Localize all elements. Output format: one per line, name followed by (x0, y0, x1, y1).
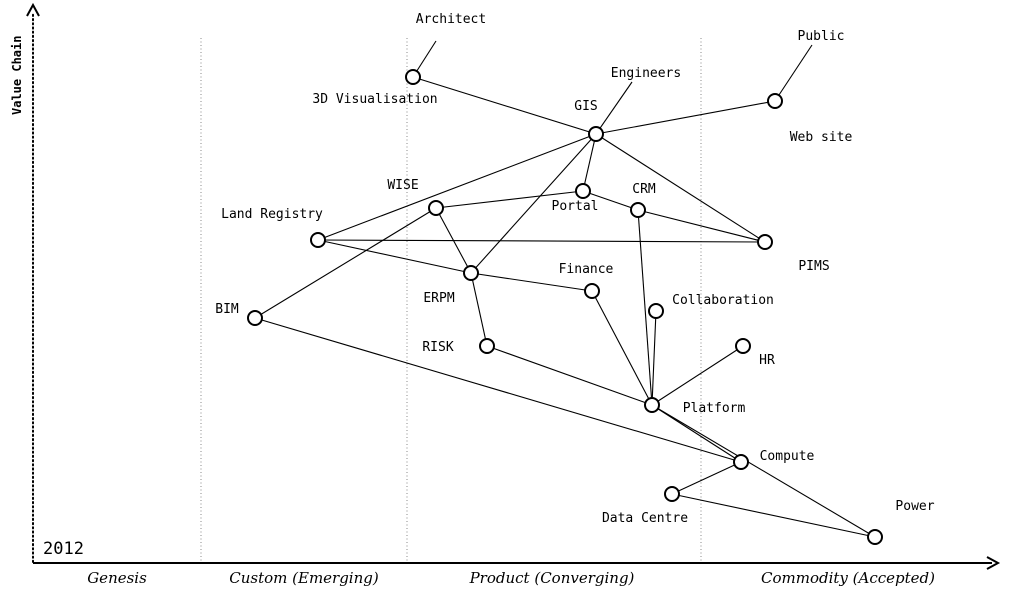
label-bim: BIM (215, 302, 239, 317)
label-architect: Architect (416, 12, 486, 27)
label-risk: RISK (422, 340, 453, 355)
edge-public-web-site (774, 44, 813, 102)
edge-land-registry-erpm (317, 239, 472, 274)
stage-custom: Custom (Emerging) (229, 569, 379, 587)
edge-web-site-gis (595, 100, 776, 135)
edge-wise-portal (435, 190, 584, 209)
label-data-centre: Data Centre (602, 511, 688, 526)
edge-compute-data-centre (671, 461, 742, 495)
node-collaboration (648, 303, 664, 319)
edge-engineers-gis (595, 81, 633, 135)
y-axis-title: Value Chain (10, 36, 24, 115)
edge-crm-platform (637, 209, 653, 406)
edge-gis-pims (595, 133, 766, 243)
label-wise: WISE (387, 178, 418, 193)
label-engineers: Engineers (611, 66, 681, 81)
label-portal: Portal (552, 199, 599, 214)
y-axis-arrow (26, 2, 40, 17)
label-pims: PIMS (798, 259, 829, 274)
edge-platform-compute (651, 404, 742, 463)
node-platform (644, 397, 660, 413)
node-power (867, 529, 883, 545)
node-bim (247, 310, 263, 326)
node-erpm (463, 265, 479, 281)
edge-erpm-risk (470, 272, 488, 347)
stage-product: Product (Converging) (469, 569, 635, 587)
node-crm (630, 202, 646, 218)
node-data-centre (664, 486, 680, 502)
edge-gis-portal (582, 133, 597, 192)
edge-bim-compute (254, 317, 742, 463)
node-gis (588, 126, 604, 142)
node-wise (428, 200, 444, 216)
edge-collaboration-platform (651, 310, 657, 406)
label-hr: HR (759, 353, 775, 368)
edge-gis-land-registry (317, 133, 597, 241)
label-gis: GIS (574, 99, 597, 114)
edge-platform-power (651, 404, 876, 538)
edge-risk-platform (486, 345, 653, 406)
edge-gis-erpm (470, 133, 597, 274)
edge-data-centre-power (671, 493, 876, 538)
node-3d-visualisation (405, 69, 421, 85)
stage-commodity: Commodity (Accepted) (761, 569, 935, 587)
label-public: Public (798, 29, 845, 44)
node-pims (757, 234, 773, 250)
label-land-registry: Land Registry (221, 207, 323, 222)
label-platform: Platform (683, 401, 746, 416)
edge-portal-crm (582, 190, 639, 211)
edges (254, 40, 876, 538)
label-compute: Compute (760, 449, 815, 464)
node-portal (575, 183, 591, 199)
edge-wise-bim (254, 207, 437, 319)
edge-hr-platform (651, 345, 744, 406)
label-collaboration: Collaboration (672, 293, 774, 308)
node-hr (735, 338, 751, 354)
edge-finance-platform (591, 290, 653, 406)
stage-genesis: Genesis (87, 569, 147, 587)
x-axis-arrow (986, 556, 1001, 570)
node-risk (479, 338, 495, 354)
node-web-site (767, 93, 783, 109)
label-power: Power (895, 499, 934, 514)
edge-crm-pims (637, 209, 766, 243)
label-web-site: Web site (790, 130, 853, 145)
node-finance (584, 283, 600, 299)
label-crm: CRM (632, 182, 656, 197)
label-finance: Finance (559, 262, 614, 277)
edge-land-registry-pims (317, 239, 766, 243)
edge-3d-visualisation-gis (412, 76, 597, 135)
edge-erpm-finance (470, 272, 593, 292)
year-label: 2012 (43, 539, 84, 559)
label-erpm: ERPM (423, 291, 454, 306)
label-3d-visualisation: 3D Visualisation (312, 92, 437, 107)
nodes (247, 69, 883, 545)
node-compute (733, 454, 749, 470)
node-land-registry (310, 232, 326, 248)
